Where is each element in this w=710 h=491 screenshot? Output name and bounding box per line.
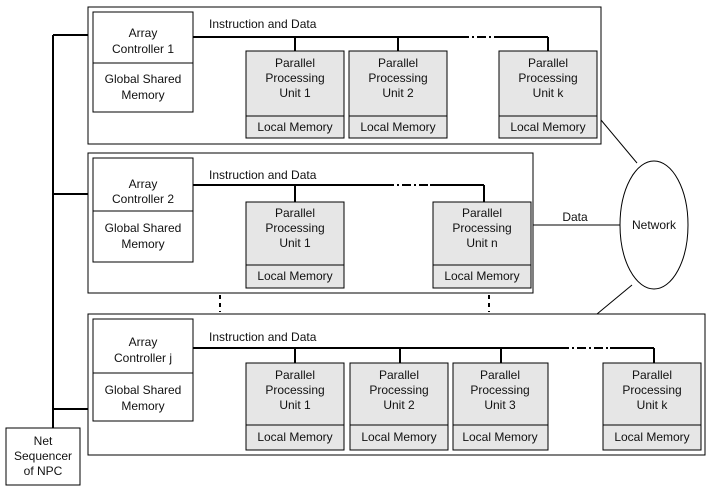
ppu-box xyxy=(245,362,345,451)
ppu-label-2: Processing xyxy=(368,71,427,85)
ppu-label-3: Unit 1 xyxy=(279,398,311,412)
local-memory-label: Local Memory xyxy=(614,430,689,444)
data-link-label: Data xyxy=(562,210,588,224)
ppu-label-1: Parallel xyxy=(275,56,315,70)
net-sequencer: Net Sequencer of NPC xyxy=(5,34,88,486)
network-label: Network xyxy=(632,218,677,232)
net-sequencer-label-3: of NPC xyxy=(24,464,63,478)
global-shared-memory-j-label-1: Global Shared xyxy=(105,383,182,397)
ppu-label-3: Unit k xyxy=(637,398,669,412)
array-group-1: Array Controller 1 Global Shared Memory … xyxy=(87,6,602,145)
ppu-3-k: Parallel Processing Unit k Local Memory xyxy=(602,362,702,451)
array-group-3: Array Controller j Global Shared Memory … xyxy=(87,313,706,456)
array-controller-1-label-2: Controller 1 xyxy=(112,42,174,56)
ppu-label-3: Unit 3 xyxy=(484,398,516,412)
local-memory-label: Local Memory xyxy=(360,120,435,134)
local-memory-label: Local Memory xyxy=(257,269,332,283)
network-link-group-1 xyxy=(600,119,638,164)
global-shared-memory-1-label-2: Memory xyxy=(121,88,164,102)
ppu-3-2: Parallel Processing Unit 2 Local Memory xyxy=(349,362,449,451)
ppu-label-1: Parallel xyxy=(275,368,315,382)
array-controller-2-label-2: Controller 2 xyxy=(112,192,174,206)
ppu-box xyxy=(348,50,448,139)
net-sequencer-label-1: Net xyxy=(34,434,53,448)
ppu-box xyxy=(602,362,702,451)
ppu-label-3: Unit n xyxy=(466,236,497,250)
instruction-data-label-3: Instruction and Data xyxy=(209,330,317,344)
ppu-label-3: Unit 2 xyxy=(383,398,415,412)
network-link-group-3 xyxy=(596,284,633,315)
local-memory-label: Local Memory xyxy=(444,269,519,283)
ppu-label-1: Parallel xyxy=(378,56,418,70)
global-shared-memory-2-label-1: Global Shared xyxy=(105,221,182,235)
ppu-box xyxy=(349,362,449,451)
array-group-2: Array Controller 2 Global Shared Memory … xyxy=(87,152,534,294)
local-memory-label: Local Memory xyxy=(257,430,332,444)
instruction-data-label-1: Instruction and Data xyxy=(209,17,317,31)
ppu-1-1: Parallel Processing Unit 1 Local Memory xyxy=(245,50,345,139)
ppu-1-2: Parallel Processing Unit 2 Local Memory xyxy=(348,50,448,139)
ppu-label-1: Parallel xyxy=(528,56,568,70)
array-controller-j-label-1: Array xyxy=(129,335,158,349)
ppu-label-2: Processing xyxy=(265,383,324,397)
ppu-label-2: Processing xyxy=(622,383,681,397)
ppu-label-1: Parallel xyxy=(632,368,672,382)
group-3-frame xyxy=(87,313,706,456)
ppu-3-3: Parallel Processing Unit 3 Local Memory xyxy=(452,362,549,451)
ppu-label-2: Processing xyxy=(265,71,324,85)
ppu-2-1: Parallel Processing Unit 1 Local Memory xyxy=(245,201,345,289)
group-1-frame xyxy=(87,6,602,145)
local-memory-label: Local Memory xyxy=(510,120,585,134)
local-memory-label: Local Memory xyxy=(361,430,436,444)
ppu-label-1: Parallel xyxy=(275,206,315,220)
array-controller-1-label-1: Array xyxy=(129,26,158,40)
ppu-2-n: Parallel Processing Unit n Local Memory xyxy=(432,201,532,289)
local-memory-label: Local Memory xyxy=(462,430,537,444)
ppu-box xyxy=(245,201,345,289)
ppu-1-k: Parallel Processing Unit k Local Memory xyxy=(498,50,598,139)
ppu-label-2: Processing xyxy=(470,383,529,397)
ppu-label-3: Unit 2 xyxy=(382,86,414,100)
array-controller-2-label-1: Array xyxy=(129,177,158,191)
ppu-label-3: Unit k xyxy=(533,86,565,100)
ppu-box xyxy=(498,50,598,139)
ppu-box xyxy=(245,50,345,139)
array-controller-j-label-2: Controller j xyxy=(114,351,172,365)
ppu-label-1: Parallel xyxy=(480,368,520,382)
ppu-label-3: Unit 1 xyxy=(279,86,311,100)
ppu-3-1: Parallel Processing Unit 1 Local Memory xyxy=(245,362,345,451)
global-shared-memory-1-label-1: Global Shared xyxy=(105,72,182,86)
ppu-label-2: Processing xyxy=(369,383,428,397)
global-shared-memory-j-label-2: Memory xyxy=(121,399,164,413)
network: Data Network xyxy=(533,119,689,315)
ppu-label-2: Processing xyxy=(518,71,577,85)
array-controller-1-box xyxy=(92,11,194,113)
ppu-box xyxy=(452,362,549,451)
net-sequencer-label-2: Sequencer xyxy=(14,449,72,463)
group-2-frame xyxy=(87,152,534,294)
ppu-box xyxy=(432,201,532,289)
network-ellipse xyxy=(619,160,689,290)
ppu-label-1: Parallel xyxy=(462,206,502,220)
ppu-label-2: Processing xyxy=(265,221,324,235)
local-memory-label: Local Memory xyxy=(257,120,332,134)
instruction-data-label-2: Instruction and Data xyxy=(209,168,317,182)
global-shared-memory-2-label-2: Memory xyxy=(121,237,164,251)
net-sequencer-box xyxy=(5,427,81,486)
ppu-label-3: Unit 1 xyxy=(279,236,311,250)
array-controller-2-box xyxy=(92,157,194,263)
array-controller-j-box xyxy=(92,318,194,422)
ppu-label-2: Processing xyxy=(452,221,511,235)
ppu-label-1: Parallel xyxy=(379,368,419,382)
